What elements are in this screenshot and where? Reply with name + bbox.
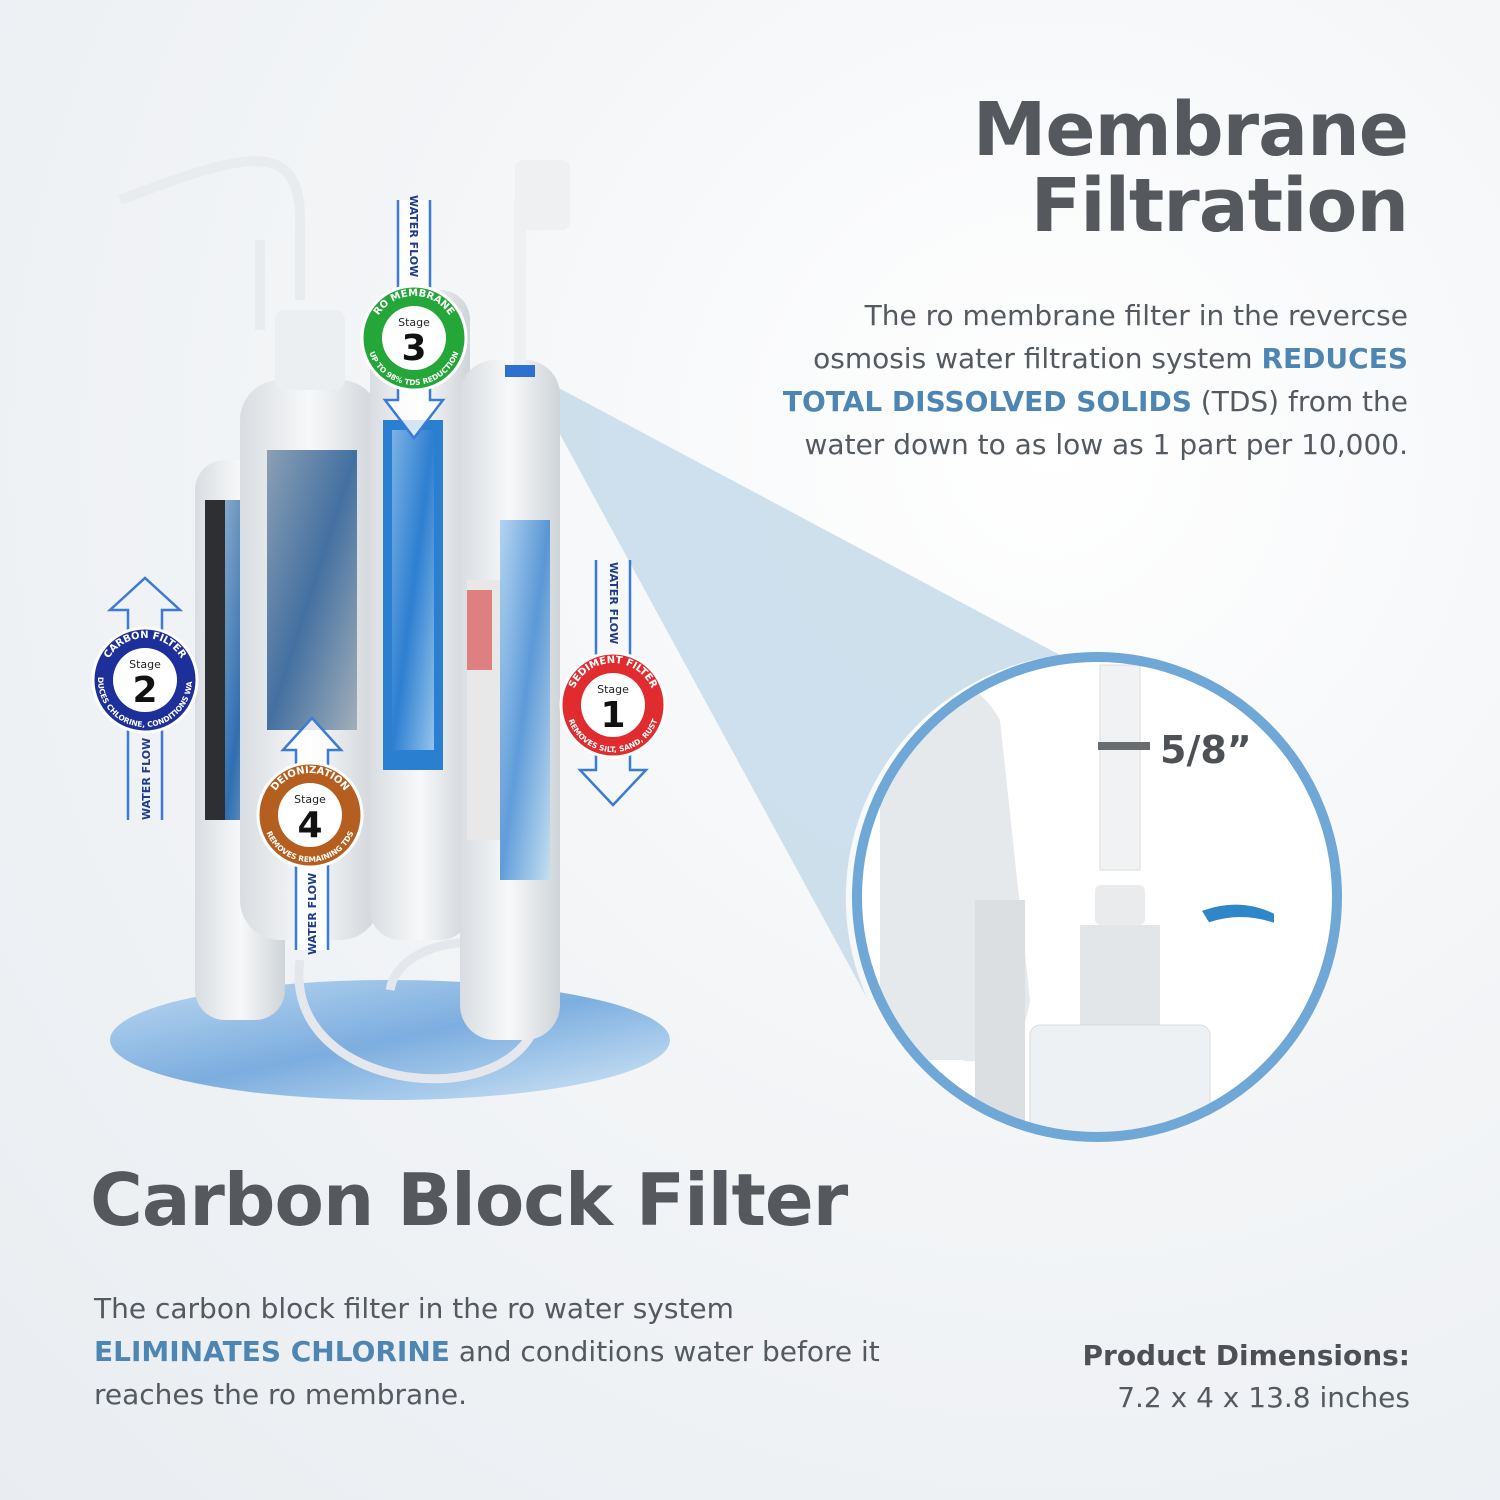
dimensions-label: Product Dimensions:: [1082, 1339, 1410, 1372]
callout-size-label: 5/8”: [1160, 728, 1252, 772]
stage-number: 4: [297, 805, 322, 846]
carbon-text-2: and conditions water before it reaches t…: [94, 1335, 880, 1411]
stage-badge-2: CARBON FILTERREDUCES CHLORINE, CONDITION…: [0, 0, 199, 734]
flow-arrow-stage2: [106, 576, 184, 820]
membrane-highlight: REDUCES TOTAL DISSOLVED SOLIDS: [782, 342, 1408, 418]
carbon-highlight: ELIMINATES CHLORINE: [94, 1335, 450, 1368]
flow-arrow-stage1: [577, 560, 649, 807]
water-splash: [110, 980, 670, 1100]
product-dimensions: Product Dimensions: 7.2 x 4 x 13.8 inche…: [1082, 1335, 1410, 1419]
flow-label-stage3: WATER FLOW: [407, 195, 420, 277]
hose: [118, 156, 305, 330]
carbon-description: The carbon block filter in the ro water …: [94, 1287, 894, 1416]
stage-number: 1: [600, 695, 625, 736]
callout-cone: [525, 370, 1060, 1000]
stage-word: Stage: [597, 683, 629, 696]
carbon-text: The carbon block filter in the ro water …: [94, 1292, 734, 1325]
membrane-description: The ro membrane filter in the revercse o…: [768, 294, 1408, 466]
stage-desc: REDUCES CHLORINE, CONDITIONS WATER: [0, 0, 194, 729]
flow-label-stage2: WATER FLOW: [140, 738, 153, 820]
stage-word: Stage: [129, 658, 161, 671]
callout-ring: [852, 652, 1342, 1142]
flow-label-stage4: WATER FLOW: [306, 873, 319, 955]
membrane-title: Membrane Filtration: [972, 87, 1409, 250]
membrane-text: The ro membrane filter in the revercse o…: [813, 299, 1408, 375]
dimensions-value: 7.2 x 4 x 13.8 inches: [1117, 1381, 1410, 1414]
membrane-title-line2: Filtration: [1030, 163, 1409, 250]
stage-number: 3: [401, 328, 426, 369]
stage-word: Stage: [294, 793, 326, 806]
membrane-text-2: (TDS) from the water down to as low as 1…: [804, 385, 1408, 461]
membrane-title-line1: Membrane: [972, 87, 1409, 173]
stage-word: Stage: [398, 316, 430, 329]
callout-magnifier: [857, 657, 1337, 1137]
carbon-title: Carbon Block Filter: [90, 1158, 848, 1242]
filter-housings: [195, 160, 570, 1040]
stage-number: 2: [132, 670, 157, 711]
flow-label-stage1: WATER FLOW: [607, 562, 620, 644]
